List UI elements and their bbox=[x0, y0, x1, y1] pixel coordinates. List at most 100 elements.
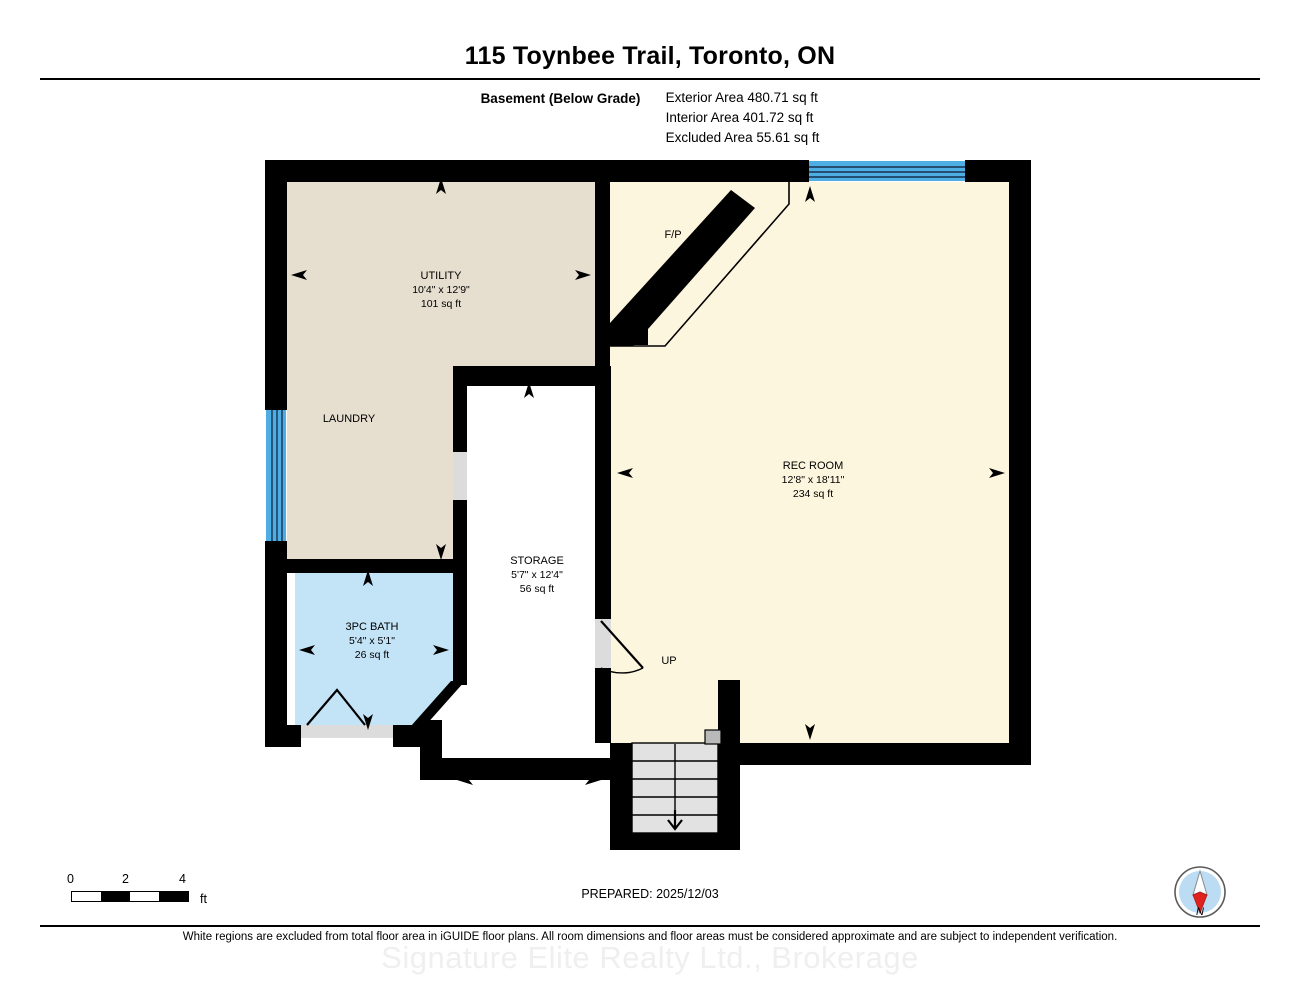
wall-bottom-recroom bbox=[695, 743, 1031, 765]
wall-bottom-storage-left bbox=[420, 720, 442, 780]
room-storage bbox=[461, 386, 595, 720]
wall-top-mid bbox=[789, 160, 809, 182]
label-utility-dimensions: 10'4" x 12'9" bbox=[412, 284, 470, 296]
staircase bbox=[631, 729, 722, 834]
scale-track bbox=[71, 891, 189, 902]
disclaimer-text: White regions are excluded from total fl… bbox=[182, 931, 1118, 943]
wall-bath-right bbox=[453, 573, 467, 685]
room-utility-laundry bbox=[287, 182, 595, 565]
scale-segment-4 bbox=[159, 892, 188, 901]
wall-bath-corner bbox=[411, 681, 465, 726]
recroom-diagonal-outline bbox=[610, 182, 790, 347]
arrow-bath-up bbox=[363, 570, 373, 586]
label-utility-name: UTILITY bbox=[421, 270, 463, 282]
compass-needle-south bbox=[1192, 891, 1208, 915]
page-title: 115 Toynbee Trail, Toronto, ON bbox=[464, 42, 836, 70]
area-list: Exterior Area 480.71 sq ft Interior Area… bbox=[666, 90, 820, 145]
arrow-storage-down bbox=[534, 764, 544, 780]
doors bbox=[301, 452, 644, 738]
scale-tick-4: 4 bbox=[179, 872, 186, 886]
label-recroom-dimensions: 12'8" x 18'11" bbox=[782, 474, 845, 486]
scale-tick-0: 0 bbox=[67, 872, 74, 886]
wall-storage-left-upper bbox=[453, 366, 467, 452]
door-panel-bath bbox=[301, 725, 393, 738]
scale-bar: 0 2 4 ft bbox=[62, 872, 237, 917]
arrow-storage-left bbox=[457, 775, 473, 785]
wall-utility-right bbox=[595, 182, 610, 378]
arrow-recroom-right bbox=[989, 468, 1005, 478]
label-bath-dimensions: 5'4" x 5'1" bbox=[349, 635, 395, 647]
room-bath bbox=[295, 573, 453, 725]
storage-fill bbox=[461, 386, 595, 720]
arrow-storage-right bbox=[585, 775, 601, 785]
utility-fill bbox=[287, 182, 595, 565]
label-recroom-name: REC ROOM bbox=[783, 460, 844, 472]
label-utility-area: 101 sq ft bbox=[421, 298, 461, 310]
window-top bbox=[809, 161, 965, 181]
label-recroom-area: 234 sq ft bbox=[793, 488, 833, 500]
label-storage-name: STORAGE bbox=[510, 555, 564, 567]
label-storage-area: 56 sq ft bbox=[520, 583, 555, 595]
arrow-bath-left bbox=[299, 645, 315, 655]
dimension-arrows bbox=[291, 178, 1005, 785]
scale-segment-2 bbox=[101, 892, 130, 901]
label-fireplace: F/P bbox=[664, 229, 681, 241]
excluded-area: Excluded Area 55.61 sq ft bbox=[665, 130, 820, 145]
label-bath-name: 3PC BATH bbox=[346, 621, 399, 633]
scale-segment-3 bbox=[130, 892, 159, 901]
wall-left-lower bbox=[265, 541, 287, 733]
arrow-recroom-up bbox=[805, 186, 815, 202]
wall-fireplace-angled bbox=[610, 190, 755, 346]
wall-storage-top bbox=[453, 366, 605, 386]
compass-ring bbox=[1174, 866, 1226, 918]
wall-stairwell-bottom bbox=[610, 833, 740, 855]
exterior-area: Exterior Area 480.71 sq ft bbox=[665, 90, 818, 105]
door-swing-arc-storage-rec bbox=[600, 667, 644, 674]
arrow-bath-right bbox=[433, 645, 449, 655]
label-bath-area: 26 sq ft bbox=[355, 649, 390, 661]
newel-post bbox=[704, 729, 722, 745]
title-divider bbox=[40, 78, 1260, 80]
scale-tick-2: 2 bbox=[122, 872, 129, 886]
brokerage-watermark: Signature Elite Realty Ltd., Brokerage bbox=[381, 940, 919, 975]
stair-down-arrow bbox=[667, 810, 683, 831]
compass-icon bbox=[1174, 866, 1226, 918]
wall-stairwell-right bbox=[718, 680, 740, 855]
wall-storage-right-lower bbox=[595, 668, 611, 743]
door-leaf-bath-bifold bbox=[306, 688, 366, 726]
wall-right bbox=[1009, 160, 1031, 765]
floor-plan: UTILITY 10'4" x 12'9" 101 sq ft LAUNDRY … bbox=[265, 160, 1045, 855]
door-opening-laundry-storage bbox=[453, 452, 467, 500]
arrow-bath-down bbox=[363, 714, 373, 730]
wall-left-upper bbox=[265, 160, 287, 410]
wall-bath-bottom-left bbox=[265, 725, 301, 747]
room-labels: UTILITY 10'4" x 12'9" 101 sq ft LAUNDRY … bbox=[323, 229, 845, 667]
scale-units: ft bbox=[200, 892, 207, 906]
area-summary: Basement (Below Grade) Exterior Area 480… bbox=[0, 90, 1300, 145]
arrow-recroom-left bbox=[617, 468, 633, 478]
floor-plan-svg: UTILITY 10'4" x 12'9" 101 sq ft LAUNDRY … bbox=[265, 160, 1031, 855]
window-left bbox=[266, 410, 286, 541]
wall-top-left bbox=[265, 160, 789, 182]
wall-storage-right-upper bbox=[595, 366, 611, 619]
bath-fill bbox=[295, 573, 453, 725]
wall-fireplace-stub bbox=[610, 323, 648, 345]
arrow-utility-right bbox=[575, 270, 591, 280]
label-laundry-name: LAUNDRY bbox=[323, 413, 376, 425]
scale-segment-1 bbox=[72, 892, 101, 901]
door-panel-storage-rec bbox=[595, 619, 611, 668]
arrow-utility-up bbox=[436, 178, 446, 194]
label-storage-dimensions: 5'7" x 12'4" bbox=[511, 569, 563, 581]
interior-area: Interior Area 401.72 sq ft bbox=[665, 110, 814, 125]
footer-divider bbox=[40, 925, 1260, 927]
windows bbox=[266, 161, 965, 541]
level-label: Basement (Below Grade) bbox=[480, 91, 641, 106]
arrow-storage-up bbox=[524, 382, 534, 398]
arrow-utility-down bbox=[436, 544, 446, 560]
wall-bath-top bbox=[287, 559, 461, 573]
wall-stairwell-left bbox=[610, 743, 632, 855]
arrow-utility-left bbox=[291, 270, 307, 280]
compass-north-label: N bbox=[1196, 906, 1204, 918]
door-leaf-storage-rec bbox=[600, 620, 644, 669]
wall-bottom-storage bbox=[420, 758, 610, 780]
